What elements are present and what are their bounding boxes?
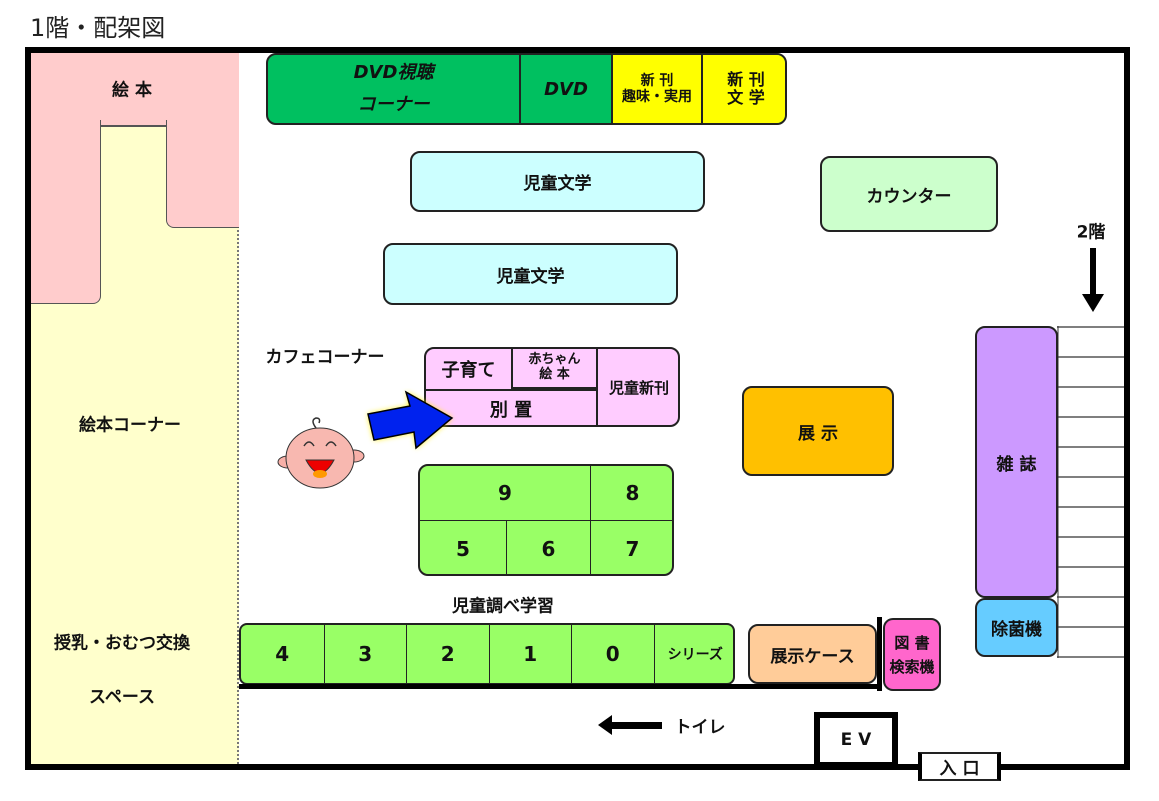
picture-books-label: 絵 本 <box>112 80 152 101</box>
parenting-block: 子育て 赤ちゃん 絵 本 別 置 児童新刊 <box>424 347 680 427</box>
counter[interactable]: カウンター <box>820 156 998 232</box>
toilet-label: トイレ <box>674 717 726 738</box>
shelf-block: 9 8 5 6 7 <box>418 464 674 576</box>
nursing-label-2: スペース <box>89 687 155 708</box>
picture-book-corner-label: 絵本コーナー <box>79 415 181 436</box>
research-shelf-5[interactable]: シリーズ <box>653 625 734 683</box>
floor-outline <box>25 47 1130 770</box>
picture-book-shelf <box>31 53 239 126</box>
dvd-row: DVD視聴 コーナー DVD 新 刊 趣味・実用 新 刊 文 学 <box>266 53 787 125</box>
dvd-viewing-corner[interactable]: DVD視聴 コーナー <box>353 61 434 115</box>
shelf-5[interactable]: 5 <box>456 536 470 561</box>
new-literature-shelf[interactable]: 新 刊 文 学 <box>701 55 785 123</box>
cafe-corner-label: カフェコーナー <box>265 347 385 368</box>
children-new-shelf[interactable]: 児童新刊 <box>596 349 678 425</box>
parenting-shelf[interactable]: 子育て <box>441 360 496 381</box>
arrow-down-icon <box>1082 248 1104 312</box>
new-hobby-shelf[interactable]: 新 刊 趣味・実用 <box>611 55 701 123</box>
shelf-7[interactable]: 7 <box>590 521 672 574</box>
research-shelf-1[interactable]: 3 <box>323 625 407 683</box>
picture-book-notch <box>100 125 167 127</box>
exhibit-area[interactable]: 展 示 <box>742 386 894 476</box>
second-floor-label: 2階 <box>1076 222 1106 243</box>
shelf-8[interactable]: 8 <box>590 466 672 521</box>
entrance[interactable]: 入 口 <box>918 752 1001 781</box>
page-title: 1階・配架図 <box>30 14 166 42</box>
children-literature-shelf-1[interactable]: 児童文学 <box>410 151 705 212</box>
picture-book-shelf-right-leg <box>166 120 239 228</box>
stairs[interactable] <box>1057 326 1124 658</box>
elevator[interactable]: E V <box>814 712 898 768</box>
catalog-search-terminal[interactable]: 図 書 検索機 <box>883 618 941 691</box>
research-shelf-2[interactable]: 2 <box>406 625 489 683</box>
separate-shelf[interactable]: 別 置 <box>426 389 596 425</box>
mascot-character-icon <box>277 417 365 489</box>
children-literature-shelf-2[interactable]: 児童文学 <box>383 243 678 305</box>
research-shelf-0[interactable]: 4 <box>275 642 290 666</box>
baby-picture-books-shelf[interactable]: 赤ちゃん 絵 本 <box>511 349 596 389</box>
exhibit-case[interactable]: 展示ケース <box>748 624 877 684</box>
arrow-right-icon <box>367 390 454 450</box>
shelf-6[interactable]: 6 <box>506 521 590 574</box>
arrow-left-icon <box>598 715 662 735</box>
wall-line <box>239 684 882 689</box>
picture-book-shelf-left-leg <box>31 120 101 304</box>
shelf-9[interactable]: 9 <box>420 466 590 521</box>
wall-line-vertical <box>877 617 882 691</box>
research-shelf-4[interactable]: 0 <box>571 625 654 683</box>
magazines-shelf[interactable]: 雑 誌 <box>975 326 1058 598</box>
dvd-shelf[interactable]: DVD <box>519 55 611 123</box>
research-shelf-3[interactable]: 1 <box>488 625 572 683</box>
research-label: 児童調べ学習 <box>452 596 554 617</box>
sterilizer[interactable]: 除菌機 <box>975 598 1058 657</box>
nursing-label: 授乳・おむつ交換 <box>54 633 190 654</box>
